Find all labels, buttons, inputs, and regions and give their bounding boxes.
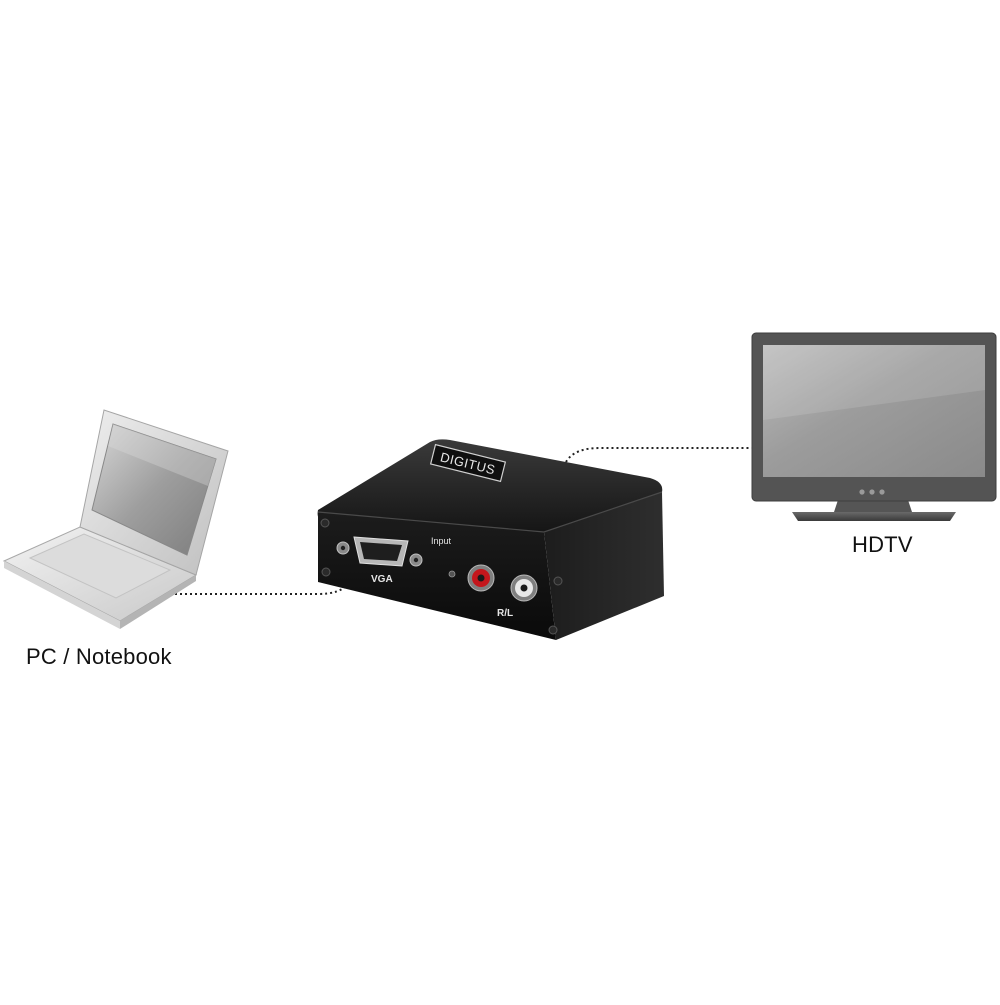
rca-red-port: [467, 564, 495, 592]
screw-icon: [553, 576, 563, 586]
screw-icon: [548, 625, 558, 635]
hdmi-cable: [565, 447, 752, 463]
vga-port: [336, 536, 423, 567]
audio-label: R/L: [497, 608, 513, 619]
hdtv-label: HDTV: [852, 532, 913, 557]
tv-indicator-icon: [879, 489, 885, 495]
brand-badge: DIGITUS: [429, 443, 507, 483]
laptop-illustration: [2, 409, 229, 629]
vga-cable: [170, 583, 349, 595]
rca-white-port: [510, 574, 538, 602]
screw-icon: [320, 518, 330, 528]
power-led-icon: [448, 570, 456, 578]
pc-notebook-label: PC / Notebook: [26, 644, 172, 669]
tv-indicator-icon: [869, 489, 875, 495]
screw-icon: [321, 567, 331, 577]
tv-indicator-icon: [859, 489, 865, 495]
hdtv-illustration: [751, 332, 997, 521]
input-label: Input: [431, 536, 452, 546]
vga-label: VGA: [371, 574, 393, 585]
vga-hdmi-converter: DIGITUS: [317, 439, 664, 640]
